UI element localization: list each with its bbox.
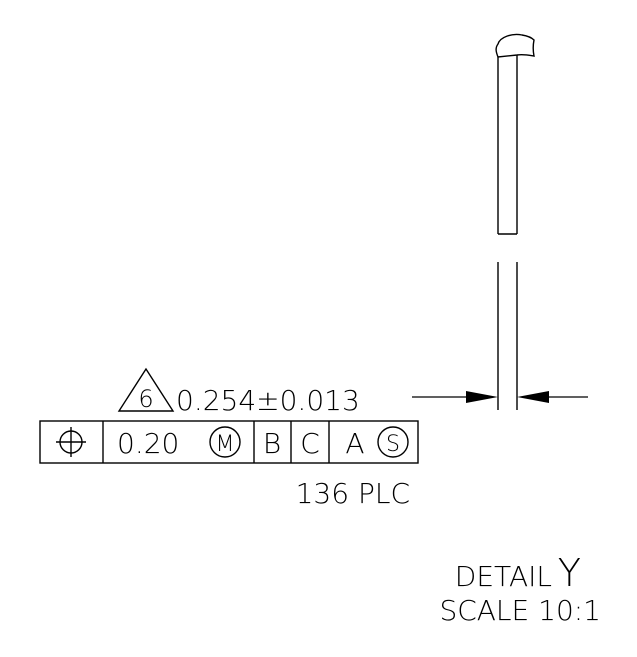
detail-id: Y — [558, 551, 581, 595]
dim-arrow-right-icon — [466, 391, 498, 403]
detail-scale: SCALE 10:1 — [439, 594, 601, 627]
quantity-note: 136 PLC — [296, 477, 410, 510]
detail-title: DETAIL Y SCALE 10:1 — [439, 551, 601, 627]
note-flag-triangle-icon — [117, 367, 175, 412]
mmc-modifier-icon: M — [209, 426, 241, 458]
detail-label: DETAIL — [455, 560, 552, 593]
mmc-modifier-letter: M — [216, 432, 235, 457]
note-flag: 6 — [117, 367, 175, 413]
fcf-tolerance: 0.20 — [117, 427, 179, 460]
fcf-datum-3: A — [345, 427, 364, 460]
pin-head — [495, 33, 535, 58]
dimension-leaders — [412, 391, 588, 403]
dim-arrow-left-icon — [517, 391, 549, 403]
position-symbol-icon — [56, 427, 86, 457]
fcf-border — [39, 420, 419, 464]
rfs-modifier-letter: S — [386, 432, 400, 457]
pin-feature — [495, 33, 535, 410]
note-flag-number: 6 — [138, 385, 153, 413]
rfs-modifier-icon: S — [377, 426, 409, 458]
feature-control-frame: 0.20 M B C A S — [39, 420, 419, 464]
fcf-datum-1: B — [263, 427, 281, 460]
fcf-datum-2: C — [300, 427, 320, 460]
dimension-value: 0.254±0.013 — [176, 384, 360, 417]
